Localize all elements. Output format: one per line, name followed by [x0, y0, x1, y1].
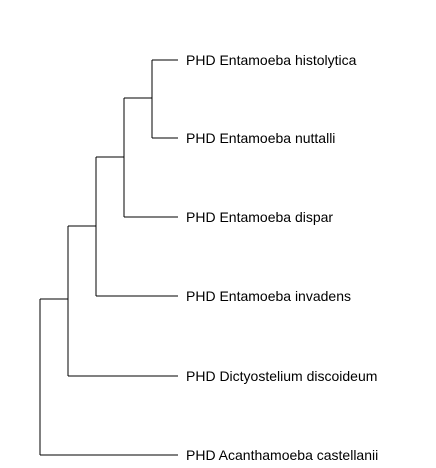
leaf-labels: PHD Entamoeba histolytica PHD Entamoeba … [186, 52, 378, 463]
leaf-label-castellanii: PHD Acanthamoeba castellanii [186, 447, 378, 463]
leaf-label-dispar: PHD Entamoeba dispar [186, 209, 333, 225]
leaf-label-discoideum: PHD Dictyostelium discoideum [186, 368, 377, 384]
leaf-label-nuttalli: PHD Entamoeba nuttalli [186, 130, 335, 146]
leaf-label-histolytica: PHD Entamoeba histolytica [186, 52, 357, 68]
tree-branches [39, 59, 178, 456]
leaf-label-invadens: PHD Entamoeba invadens [186, 288, 351, 304]
